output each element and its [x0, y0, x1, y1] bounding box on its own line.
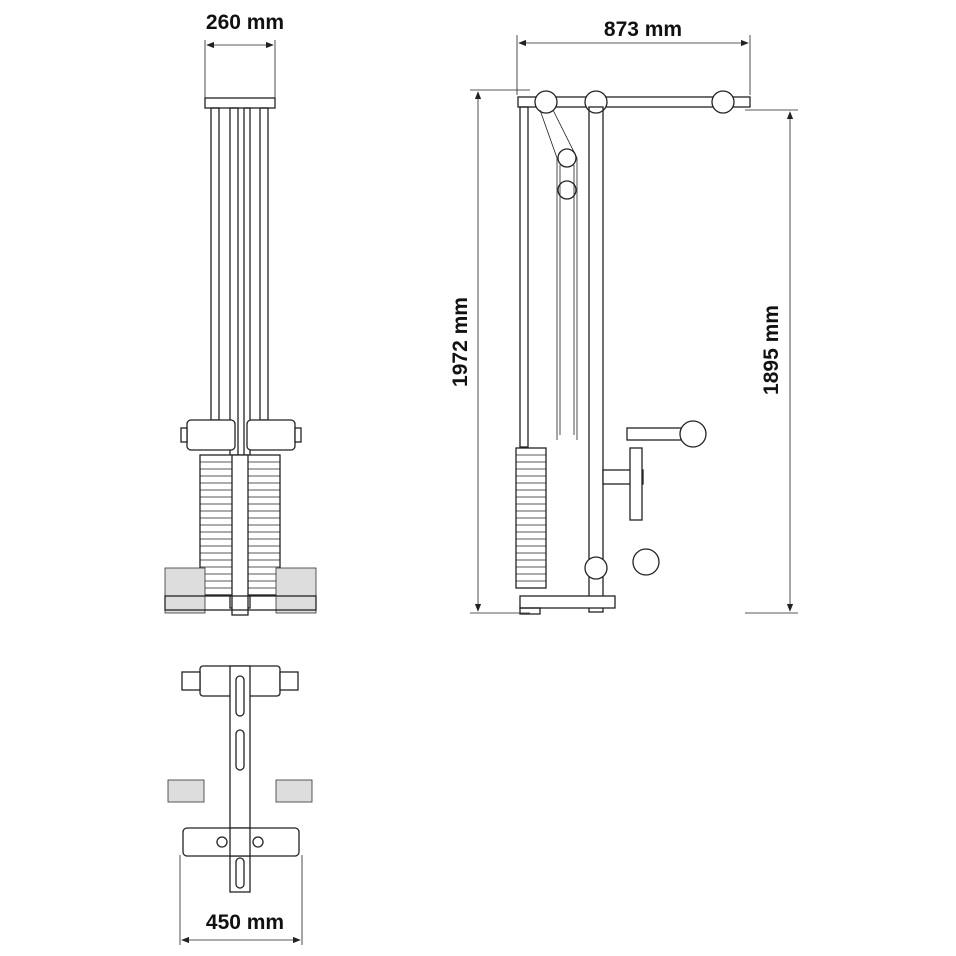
- weight-stack: [199, 454, 281, 616]
- top-view: [167, 665, 313, 893]
- base-width-label: 450 mm: [206, 911, 284, 934]
- dimension-side-width: 873 mm: [516, 18, 751, 95]
- total-height-label: 1972 mm: [449, 297, 472, 387]
- front-view: [164, 97, 317, 616]
- dimension-total-height: 1972 mm: [449, 89, 530, 614]
- pulley-height-label: 1895 mm: [760, 305, 783, 395]
- side-view: [515, 90, 751, 615]
- dimension-front-width: 260 mm: [204, 11, 284, 100]
- side-width-label: 873 mm: [604, 18, 682, 41]
- front-width-label: 260 mm: [206, 11, 284, 34]
- dimension-base-width: 450 mm: [179, 855, 303, 945]
- dimension-pulley-height: 1895 mm: [745, 109, 798, 614]
